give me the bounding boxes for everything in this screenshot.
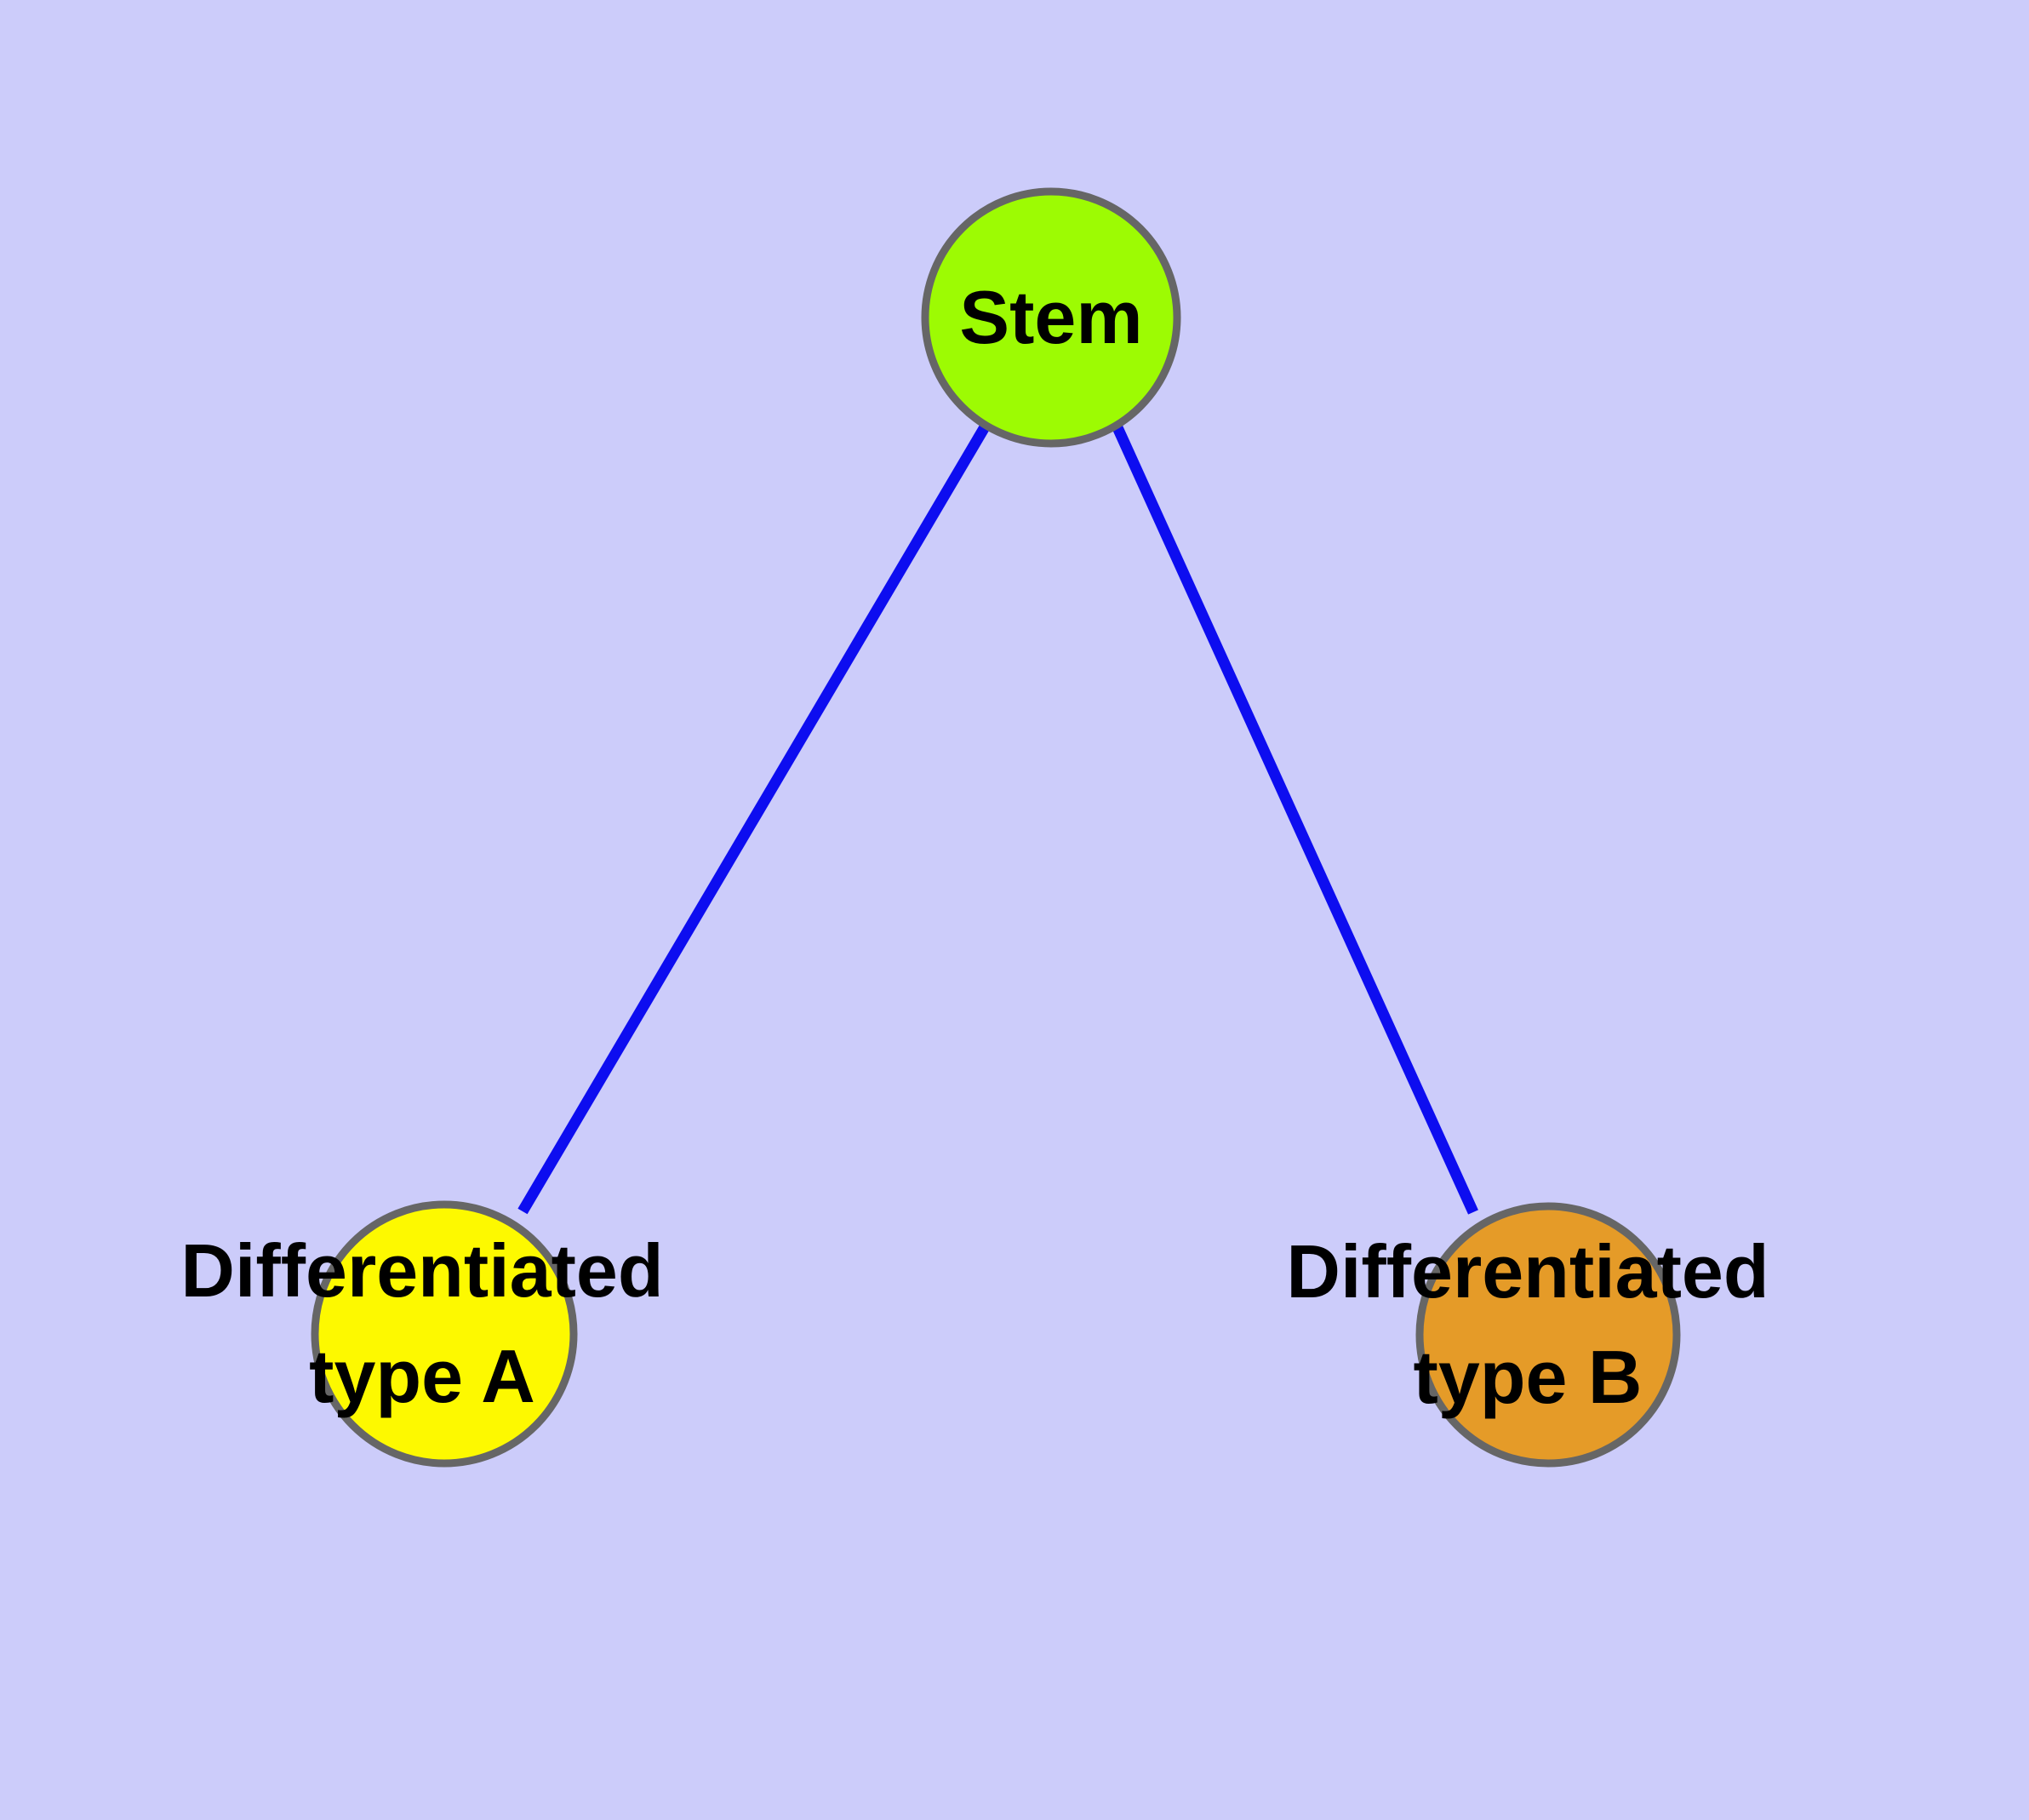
node-layer [311,187,1681,1468]
graph-node-label-stem: Stem [959,275,1142,359]
graph-node-label-line: Differentiated [1286,1229,1769,1313]
graph-node-diff_b[interactable] [1415,1202,1681,1468]
graph-node-label-line: type B [1414,1335,1643,1419]
graph-edge-stem-to-diff_a[interactable] [517,422,991,1215]
graph-node-stem[interactable] [921,187,1181,448]
graph-node-label-diff_a: Differentiated type A [180,1228,663,1418]
graph-node-label-line: type A [309,1334,535,1418]
graph-node-label-line: Stem [959,275,1142,359]
graph-edge-stem-to-diff_b[interactable] [1112,423,1478,1215]
graph-node-diff_a[interactable] [311,1200,578,1468]
edge-layer [517,422,1478,1215]
graph-node-label-line: Differentiated [180,1228,663,1313]
graph-node-label-diff_b: Differentiated type B [1286,1229,1769,1419]
